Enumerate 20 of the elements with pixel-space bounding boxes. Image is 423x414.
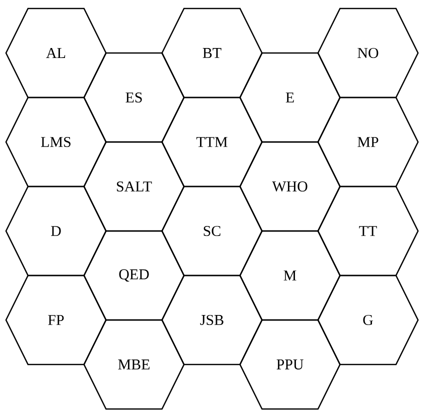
hexagon-cell: TT — [317, 186, 419, 276]
hexagon-cell: D — [5, 186, 107, 276]
hexagon-cell: JSB — [161, 274, 263, 366]
hexagon-cell: SALT — [83, 141, 185, 232]
hexagon-cell: PPU — [239, 319, 341, 410]
hexagon-cell: TTM — [161, 96, 263, 188]
hexagon-cell: LMS — [5, 96, 107, 188]
hexagon-cell: SC — [161, 186, 263, 276]
hexagon-cell: MBE — [83, 319, 185, 410]
hexagon-cell: NO — [317, 8, 419, 98]
hexagon-cell: M — [239, 230, 341, 321]
hexagon-cell: WHO — [239, 141, 341, 232]
hexagon-cell: G — [317, 274, 419, 366]
hexagon-cell: QED — [83, 230, 185, 321]
hexagon-cell: FP — [5, 274, 107, 366]
hexagon-cell: E — [239, 52, 341, 143]
hexagon-cell: MP — [317, 96, 419, 188]
hexagon-cell: AL — [5, 8, 107, 98]
hexagon-cell: ES — [83, 52, 185, 143]
hexagon-cell: BT — [161, 8, 263, 98]
